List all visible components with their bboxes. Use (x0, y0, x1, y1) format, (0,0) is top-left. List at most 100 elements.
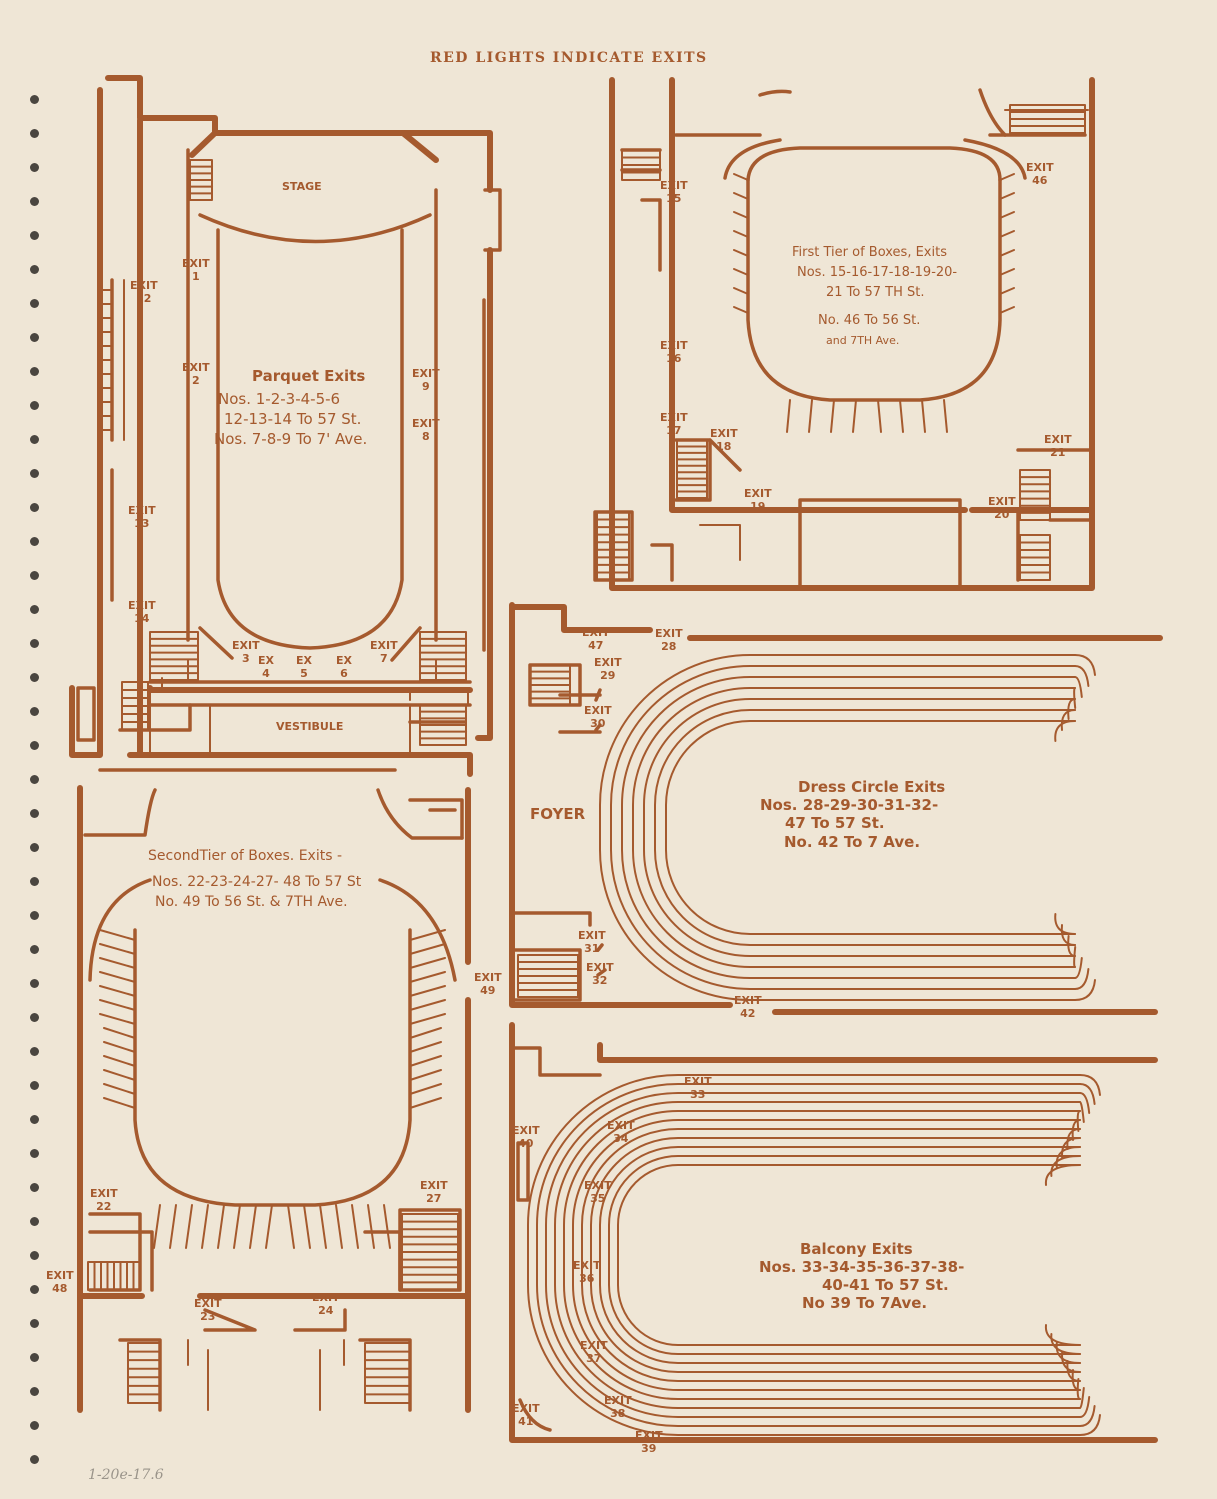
punch-hole (30, 537, 39, 546)
dress-circle-aisle-end (1054, 913, 1076, 935)
exit-marker-40: EXIT 40 (512, 1124, 540, 1150)
dress-circle-aisle-end (1073, 946, 1077, 968)
punch-hole (30, 129, 39, 138)
exit-marker-15: EXIT 15 (660, 179, 688, 205)
punch-hole (30, 231, 39, 240)
balcony-line-2: 40-41 To 57 St. (822, 1276, 949, 1294)
exit-marker-38: EXIT 38 (604, 1394, 632, 1420)
first-tier-box (999, 211, 1015, 219)
dress-circle-aisle (599, 654, 1076, 1001)
second-tier-box (287, 1204, 295, 1249)
punch-hole (30, 809, 39, 818)
parquet-exits-heading: Parquet Exits (252, 367, 366, 385)
first-tier-box (733, 268, 749, 276)
balcony-aisle-end (1050, 1155, 1081, 1177)
exit-marker-49: EXIT 49 (474, 971, 502, 997)
balcony-aisle-end (1076, 1378, 1081, 1400)
first-tier-box (852, 399, 857, 433)
stair (99, 289, 113, 431)
punch-hole (30, 265, 39, 274)
balcony-aisle-end (1071, 1369, 1081, 1391)
exit-marker-8: EXIT 8 (412, 417, 440, 443)
parquet-exits-line-2: 12-13-14 To 57 St. (224, 410, 362, 428)
second-tier-box (99, 929, 136, 941)
exit-marker-27: EXIT 27 (420, 1179, 448, 1205)
first-tier-box (999, 173, 1015, 181)
second-tier-box (409, 1069, 442, 1081)
second-tier-box (217, 1204, 225, 1249)
first-tier-line-2: 21 To 57 TH St. (826, 285, 925, 300)
punch-hole (30, 1081, 39, 1090)
first-tier-box (999, 306, 1015, 314)
punch-hole (30, 843, 39, 852)
balcony-plan (509, 1022, 1158, 1443)
exit-marker-31: EXIT 31 (578, 929, 606, 955)
balcony-line-1: Nos. 33-34-35-36-37-38- (759, 1258, 965, 1276)
exit-marker-48: EXIT 48 (46, 1269, 74, 1295)
second-tier-box (185, 1204, 193, 1249)
first-tier-box (877, 399, 882, 433)
exit-marker-46: EXIT 46 (1026, 161, 1054, 187)
punch-hole (30, 945, 39, 954)
punch-hole (30, 1353, 39, 1362)
second-tier-box (367, 1204, 375, 1249)
second-tier-box (335, 1204, 343, 1249)
balcony-aisle-end (1055, 1342, 1081, 1364)
dress-circle-plan (509, 602, 1163, 1015)
second-tier-box (99, 999, 136, 1011)
first-tier-box (733, 230, 749, 238)
second-tier-box (351, 1204, 359, 1249)
second-tier-box (409, 1097, 442, 1109)
second-tier-box (319, 1204, 327, 1249)
second-tier-box (409, 1027, 442, 1039)
balcony-aisle (536, 1083, 1081, 1427)
balcony-aisle-end (1066, 1128, 1081, 1150)
second-tier-box (99, 985, 136, 997)
exit-marker-36: EXIT 36 (573, 1259, 601, 1285)
punch-hole (30, 911, 39, 920)
dress-circle-aisle-end (1054, 720, 1076, 742)
first-tier-box (999, 230, 1015, 238)
stair (676, 439, 708, 499)
second-tier-plan (77, 785, 471, 1413)
first-tier-box (899, 399, 904, 433)
second-tier-box (99, 1013, 136, 1025)
exit-marker-7: EXIT 7 (370, 639, 398, 665)
first-tier-box (999, 268, 1015, 276)
dress-circle-aisle (654, 709, 1076, 946)
exit-marker-37: EXIT 37 (580, 1339, 608, 1365)
dress-circle-line-2: 47 To 57 St. (785, 814, 885, 832)
balcony-aisle-end (1079, 1396, 1091, 1418)
first-tier-plan (593, 77, 1095, 591)
dress-circle-aisle-end (1074, 654, 1096, 676)
dress-circle-aisle (643, 698, 1076, 957)
second-tier-box (249, 1204, 257, 1249)
first-tier-box (830, 399, 835, 433)
balcony-aisle (599, 1146, 1081, 1364)
punch-hole (30, 1285, 39, 1294)
second-tier-box (103, 1083, 136, 1095)
exit-marker-21: EXIT 21 (1044, 433, 1072, 459)
punch-hole (30, 1455, 39, 1464)
balcony-aisle-end (1079, 1405, 1096, 1427)
balcony-aisle-end (1076, 1110, 1081, 1132)
second-tier-box (99, 943, 136, 955)
second-tier-box (103, 1097, 136, 1109)
balcony-aisle (527, 1074, 1081, 1436)
first-tier-heading: First Tier of Boxes, Exits (792, 245, 947, 260)
dress-circle-aisle-end (1067, 698, 1076, 720)
second-tier-box (103, 1027, 136, 1039)
second-tier-box (409, 1041, 442, 1053)
second-tier-box (99, 971, 136, 983)
exit-marker-4: EX 4 (258, 654, 274, 680)
punch-hole (30, 741, 39, 750)
punch-hole (30, 95, 39, 104)
second-tier-box (409, 1055, 442, 1067)
first-tier-box (733, 173, 749, 181)
first-tier-line-1: Nos. 15-16-17-18-19-20- (797, 265, 958, 280)
dress-circle-aisle-end (1074, 676, 1083, 698)
stair (1009, 104, 1086, 134)
punch-hole (30, 605, 39, 614)
exit-marker-34: EXIT 34 (607, 1119, 635, 1145)
second-tier-heading: SecondTier of Boxes. Exits - (148, 848, 343, 864)
